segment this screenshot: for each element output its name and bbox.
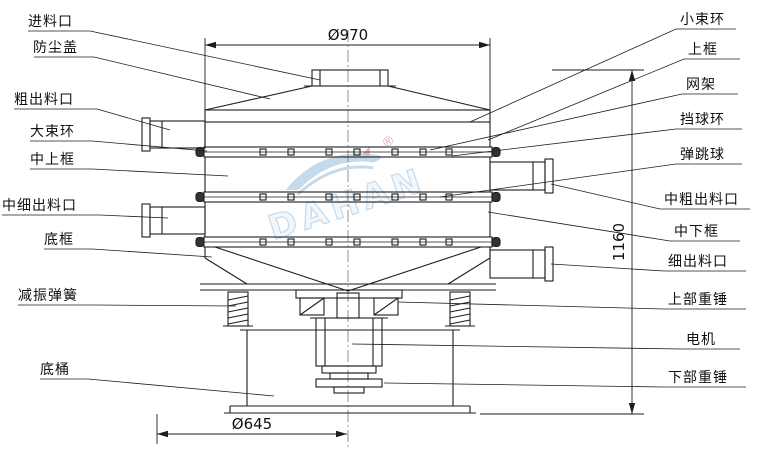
dimension-bottom-diameter (156, 414, 347, 444)
dust-cover-shape (204, 85, 491, 123)
leader-middle-lower-frame (487, 211, 740, 242)
leader-motor (351, 343, 740, 350)
dimension-top-diameter (204, 38, 491, 110)
label-damping-spring: 减振弹簧 (18, 288, 78, 304)
bottom-barrel-shape (224, 329, 476, 414)
label-fine-outlet: 细出料口 (668, 254, 728, 270)
leader-upper-frame (487, 58, 740, 141)
watermark: ® DAHAN (263, 133, 431, 249)
feed-inlet-shape (304, 69, 396, 87)
leader-bouncing-ball (439, 163, 742, 198)
leader-dust-cover (34, 56, 271, 100)
leader-small-clamp-ring (469, 28, 736, 123)
lower-weight-shape (315, 365, 383, 394)
upper-weight-shape (299, 297, 399, 316)
label-upper-frame: 上框 (688, 42, 718, 58)
watermark-brand: DAHAN (264, 160, 431, 248)
motor-body-shape (315, 317, 383, 367)
motor-assembly-shape (295, 289, 403, 394)
leader-fine-outlet (550, 263, 746, 272)
leader-lines (2, 28, 750, 397)
label-ball-stop-ring: 挡球环 (680, 112, 725, 128)
label-middle-upper-frame: 中上框 (30, 152, 75, 168)
medium-coarse-outlet-shape (489, 158, 554, 194)
dimension-overall-height-text: 1160 (610, 223, 628, 261)
label-bottom-barrel: 底桶 (40, 362, 70, 378)
label-middle-lower-frame: 中下框 (674, 224, 719, 240)
label-medium-coarse-outlet: 中粗出料口 (664, 192, 739, 208)
leader-feed-inlet (28, 30, 321, 81)
label-bouncing-ball: 弹跳球 (680, 147, 725, 163)
damping-spring-left-shape (223, 291, 253, 327)
label-large-clamp-ring: 大束环 (30, 124, 75, 140)
leader-coarse-outlet (14, 108, 171, 131)
clamp-band-1 (195, 146, 501, 158)
damping-spring-right-shape (445, 291, 475, 327)
label-mesh-frame: 网架 (686, 77, 716, 93)
leader-mesh-frame (429, 93, 738, 151)
watermark-logo-accent (362, 145, 371, 157)
leader-upper-weight (397, 301, 746, 310)
label-medium-fine-outlet: 中细出料口 (2, 198, 77, 214)
label-feed-inlet: 进料口 (28, 14, 73, 30)
clamp-band-3 (195, 236, 501, 248)
medium-fine-outlet-shape (141, 203, 206, 238)
leader-middle-upper-frame (30, 168, 229, 177)
label-coarse-outlet: 粗出料口 (14, 92, 74, 108)
leader-medium-coarse-outlet (550, 183, 750, 210)
label-upper-weight: 上部重锤 (668, 292, 728, 308)
clamp-band-2 (195, 191, 501, 203)
dimension-bottom-diameter-text: Ø645 (232, 415, 272, 433)
leader-medium-fine-outlet (2, 214, 169, 219)
leader-bottom-frame (44, 248, 213, 258)
leader-damping-spring (18, 304, 237, 307)
dimension-top-diameter-text: Ø970 (328, 26, 368, 44)
label-lower-weight: 下部重锤 (668, 370, 728, 386)
label-motor: 电机 (686, 332, 716, 348)
label-small-clamp-ring: 小束环 (680, 12, 725, 28)
label-dust-cover: 防尘盖 (33, 40, 78, 56)
coarse-outlet-shape (141, 117, 206, 152)
label-bottom-frame: 底框 (44, 232, 74, 248)
leader-ball-stop-ring (451, 128, 742, 157)
leader-lower-weight (383, 382, 746, 388)
machine-drawing (141, 69, 554, 414)
dimension-overall-height (480, 69, 644, 415)
leader-bottom-barrel (40, 378, 275, 397)
watermark-logo-underswoosh (296, 165, 374, 196)
fine-outlet-shape (489, 246, 554, 282)
leader-large-clamp-ring (30, 140, 208, 152)
